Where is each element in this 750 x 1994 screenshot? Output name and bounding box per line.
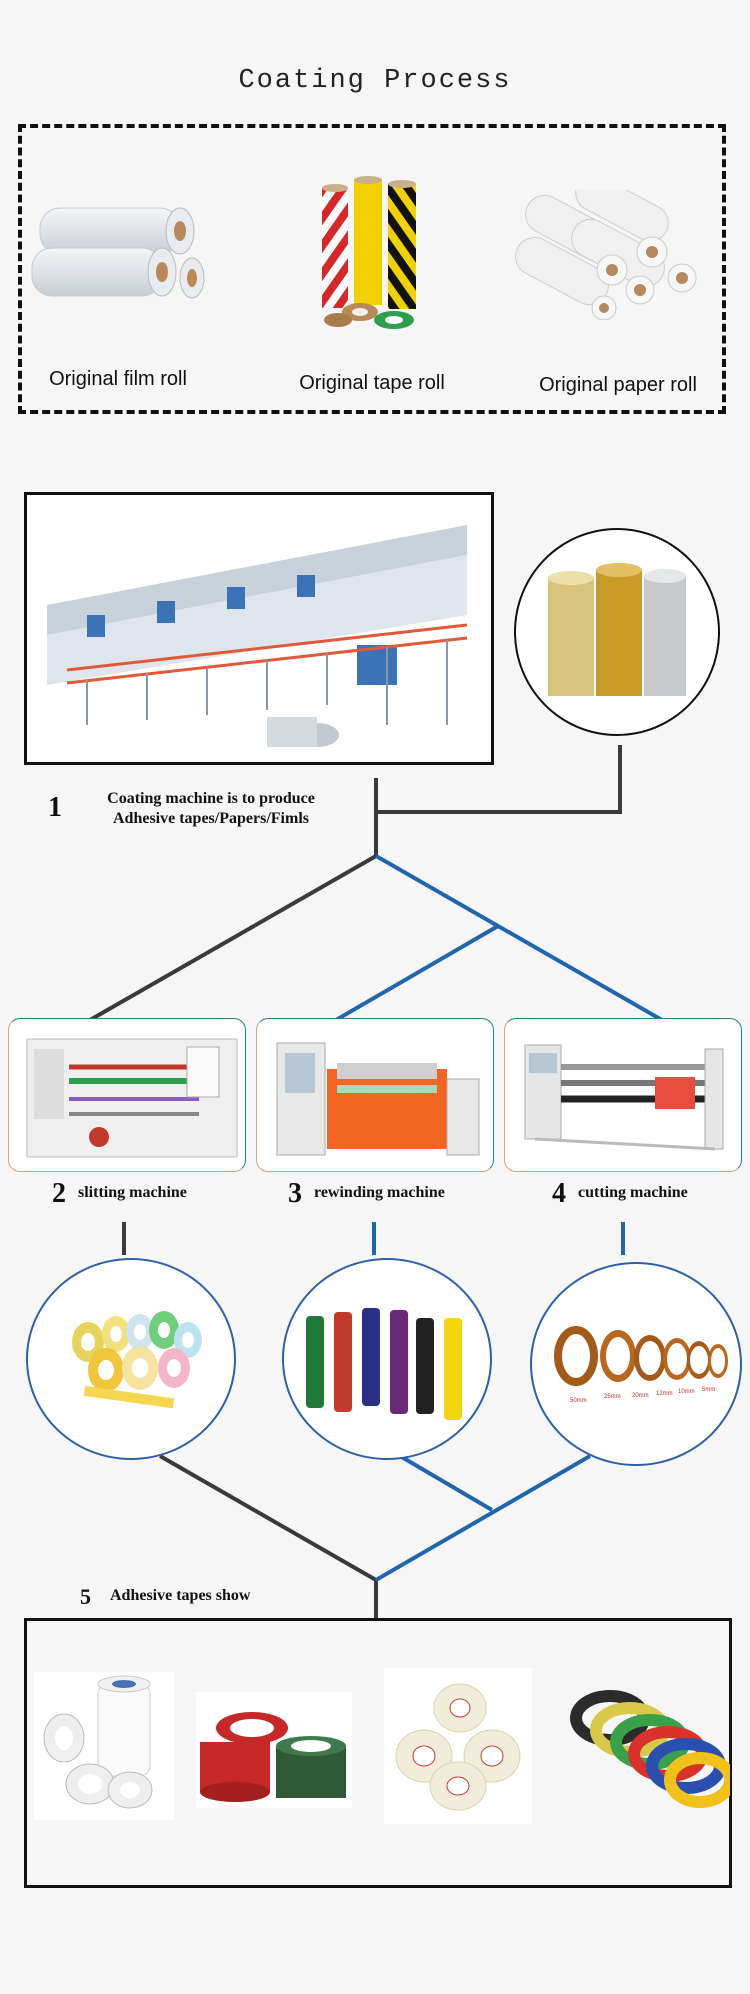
step3-label: rewinding machine [314,1184,445,1201]
raw-label-film: Original film roll [49,368,187,390]
coating-machine-illustration [27,495,491,762]
product-circle-cutting: 50mm 25mm 20mm 12mm 10mm 5mm [530,1262,742,1466]
coating-machine-frame [24,492,494,765]
paper-roll-icon [515,190,697,320]
product-circle-slitting [26,1258,236,1460]
product-circle-rewinding [282,1258,492,1460]
raw-label-tape: Original tape roll [299,372,445,394]
kapton-width-label: 50mm [570,1398,587,1404]
kapton-width-label: 25mm [604,1394,621,1400]
step1-line1: Coating machine is to produce [107,790,315,807]
colored-tape-rolls-icon [72,1311,202,1409]
slitting-machine-card [8,1018,246,1172]
double-sided-tape-icon [34,1672,174,1820]
step2-label: slitting machine [78,1184,187,1201]
kapton-tape-rolls-icon: 50mm 25mm 20mm 12mm 10mm 5mm [546,1326,728,1404]
kapton-width-label: 20mm [632,1393,649,1399]
cutting-machine-icon [524,1044,724,1151]
kapton-width-label: 10mm [678,1389,695,1395]
step4-label: cutting machine [578,1184,688,1201]
raw-materials-box [18,124,726,414]
step2-number: 2 [52,1178,66,1209]
film-tube-rolls-icon [306,1308,462,1420]
rewinding-machine-icon [276,1042,480,1156]
step1-number: 1 [48,792,62,823]
kapton-width-label: 12mm [656,1391,673,1397]
tape-roll-icon [322,176,416,329]
kapton-width-label: 5mm [702,1387,715,1393]
rewinding-machine-card [256,1018,494,1172]
coating-output-circle [514,528,720,736]
page-title: Coating Process [238,66,512,96]
cutting-machine-card [504,1018,742,1172]
raw-label-paper: Original paper roll [539,374,697,396]
gold-tape-rolls-icon [548,563,686,696]
bopp-tape-icon [384,1668,532,1824]
step4-number: 4 [552,1178,566,1209]
masking-tape-icon [570,1690,730,1808]
foam-tape-icon [196,1692,352,1808]
slitting-machine-icon [26,1038,238,1158]
step5-number: 5 [80,1584,91,1609]
step1-line2: Adhesive tapes/Papers/Fimls [113,810,309,827]
film-roll-icon [31,207,205,299]
step5-label: Adhesive tapes show [110,1587,251,1604]
step3-number: 3 [288,1178,302,1209]
